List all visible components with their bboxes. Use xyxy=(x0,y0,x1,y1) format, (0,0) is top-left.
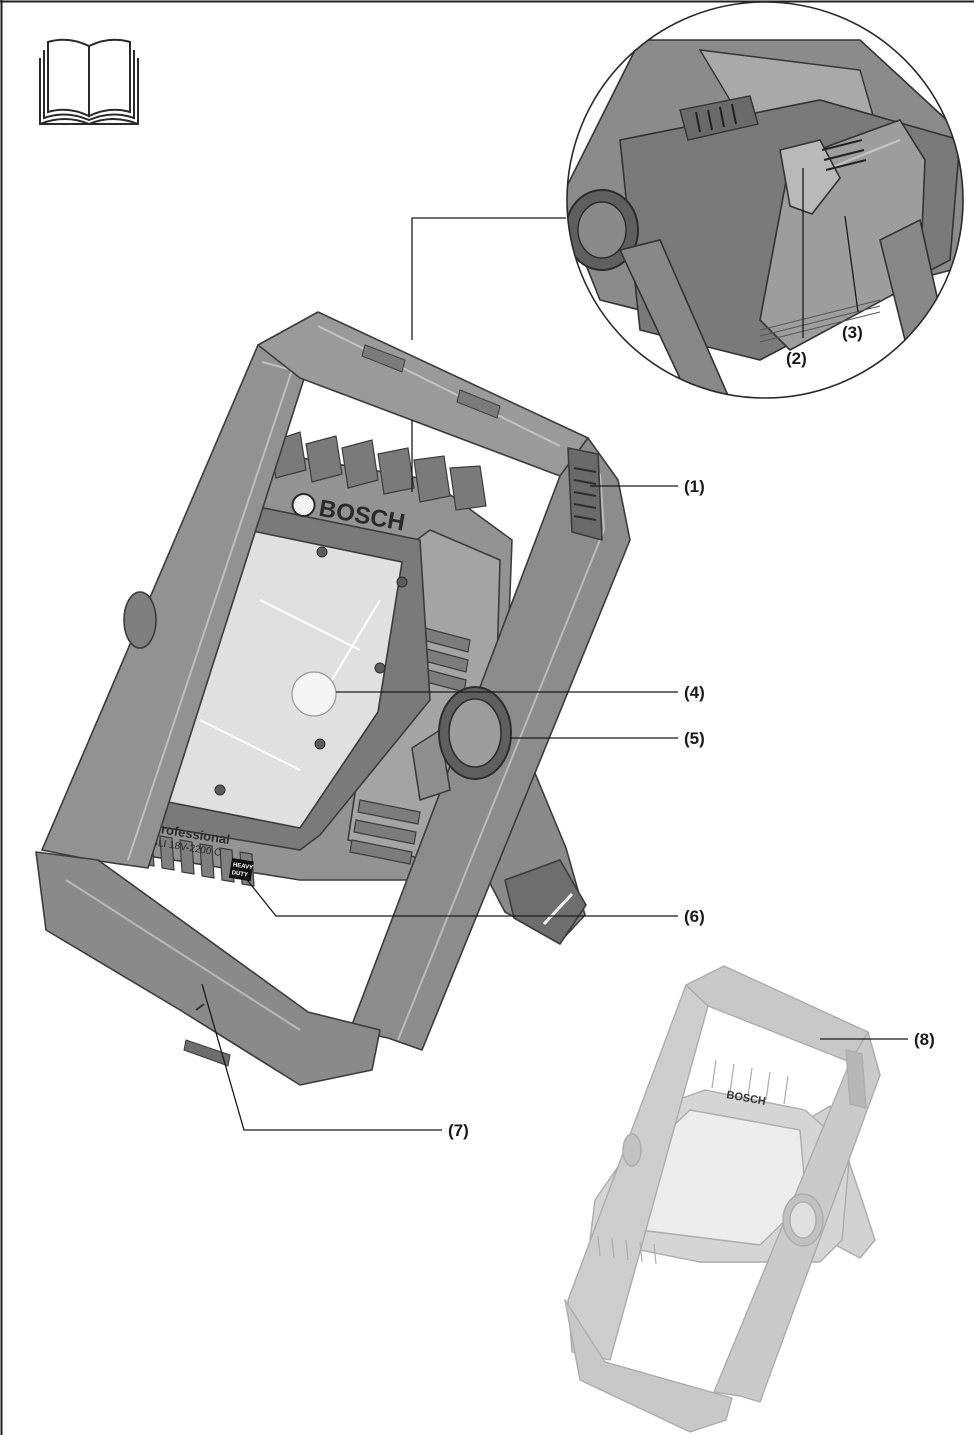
inset-connector xyxy=(411,217,566,492)
callout-1: (1) xyxy=(684,477,705,496)
open-book-icon xyxy=(39,38,139,126)
badge-line1: HEAVY xyxy=(232,862,253,871)
callout-4: (4) xyxy=(684,683,705,702)
handle-grip-ridges xyxy=(573,467,597,521)
zoom-inset xyxy=(566,1,964,399)
work-light-main: BOSCH Professional GLI 18V-2200 C HEAVY … xyxy=(35,311,631,1086)
callout-labels: (1) (2) (3) (4) (5) (6) (7) (8) xyxy=(448,323,935,1140)
badge-line2: DUTY xyxy=(231,870,248,878)
callout-5: (5) xyxy=(684,729,705,748)
battery-release-button xyxy=(779,139,841,215)
pivot-knob xyxy=(411,686,512,801)
leader-lines xyxy=(201,168,908,1131)
callout-8: (8) xyxy=(914,1030,935,1049)
callout-6: (6) xyxy=(684,907,705,926)
work-light-small: BOSCH xyxy=(564,965,881,1433)
light-sensor xyxy=(291,671,337,717)
leader-7 xyxy=(201,983,442,1131)
callout-3: (3) xyxy=(842,323,863,342)
callout-7: (7) xyxy=(448,1121,469,1140)
heavy-duty-badge: HEAVY DUTY xyxy=(228,858,254,882)
leader-3 xyxy=(844,215,859,313)
callout-2: (2) xyxy=(786,349,807,368)
leader-6 xyxy=(243,875,678,917)
